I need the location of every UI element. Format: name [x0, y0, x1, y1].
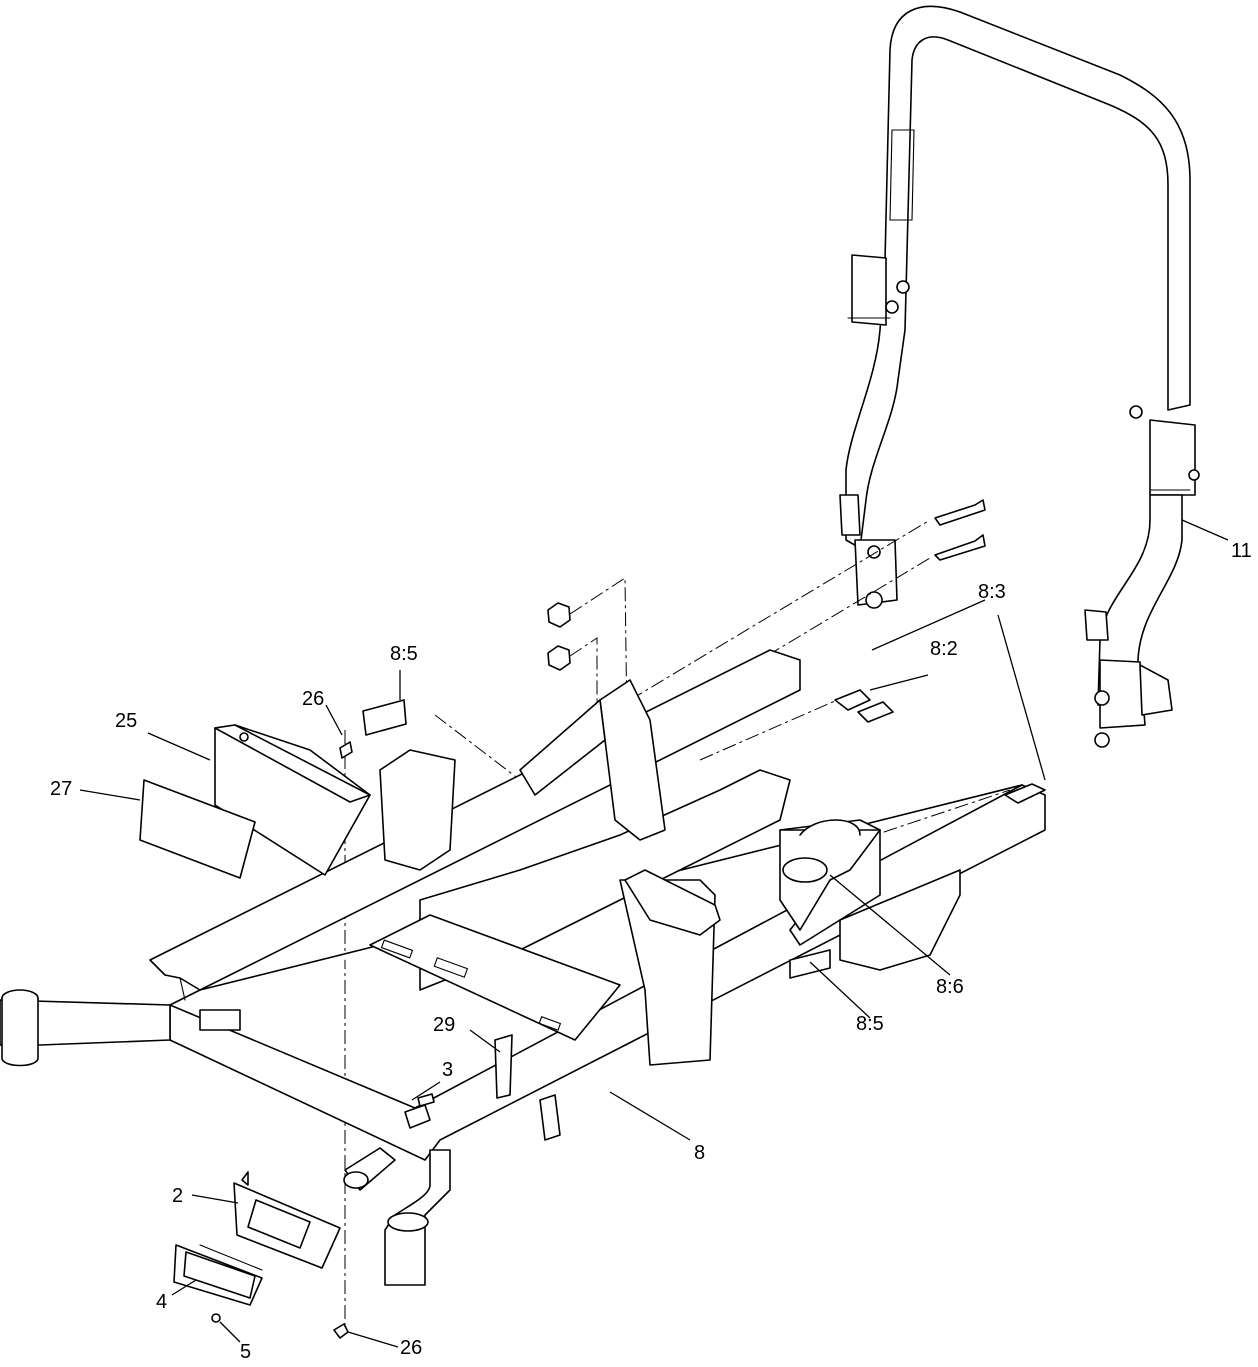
callout-leaders	[79, 519, 1229, 1348]
callout-8-5-top: 8:5	[390, 643, 418, 665]
callout-8-6: 8:6	[936, 976, 964, 998]
callout-27: 27	[50, 778, 73, 800]
callout-29: 29	[433, 1014, 456, 1036]
callout-2: 2	[172, 1185, 184, 1207]
roll-bar	[839, 5, 1200, 748]
flange-nuts	[547, 602, 571, 671]
callout-8-5-bottom: 8:5	[856, 1013, 884, 1035]
callout-5: 5	[240, 1341, 252, 1363]
callout-3: 3	[442, 1059, 454, 1081]
callout-25: 25	[115, 710, 138, 732]
callout-8-3: 8:3	[978, 581, 1006, 603]
main-frame	[0, 649, 1046, 1286]
callout-4: 4	[156, 1291, 168, 1313]
callout-11: 11	[1231, 540, 1252, 562]
shield-assembly	[139, 724, 371, 879]
callout-26-bottom: 26	[400, 1337, 423, 1359]
light-bracket-assembly	[173, 1093, 435, 1339]
frame-decals	[362, 689, 1046, 804]
callout-8: 8	[694, 1142, 706, 1164]
callout-26-top: 26	[302, 688, 325, 710]
callout-8-2: 8:2	[930, 638, 958, 660]
